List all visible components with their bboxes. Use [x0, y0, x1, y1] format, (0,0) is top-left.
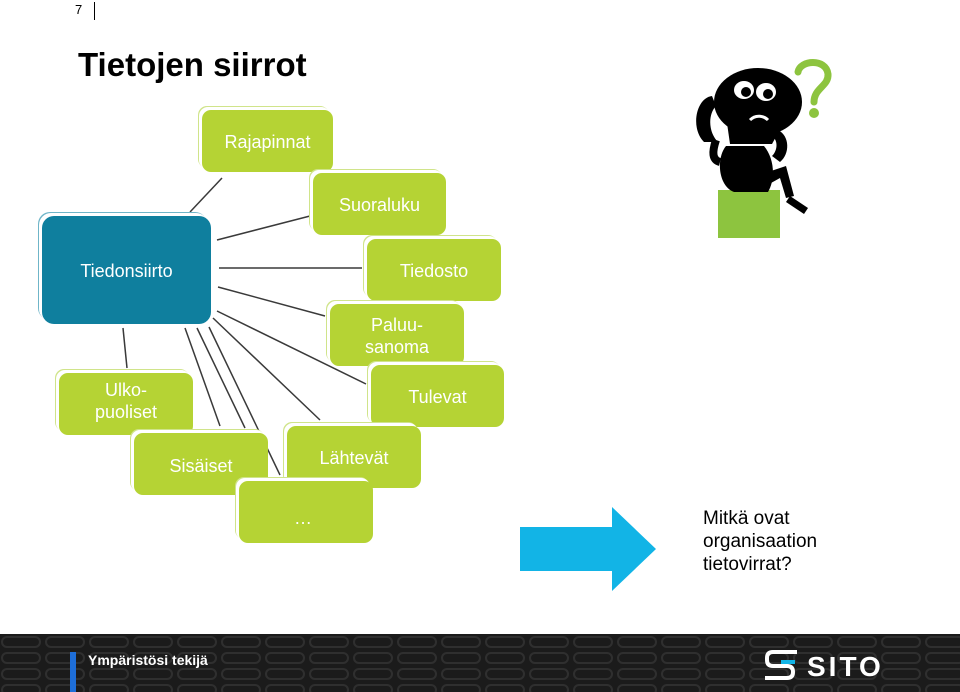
connector-suoraluku — [216, 215, 311, 241]
node-lahtevat: Lähtevät — [287, 426, 421, 488]
question-text: Mitkä ovat organisaation tietovirrat? — [703, 508, 818, 575]
sito-logo: SITO — [765, 650, 884, 680]
svg-text:SITO: SITO — [807, 651, 884, 680]
green-seat — [718, 190, 780, 238]
footer-pattern — [0, 634, 960, 692]
node-suoraluku: Suoraluku — [313, 173, 446, 235]
footer-accent-bar — [70, 652, 76, 692]
thinking-figure-icon — [696, 59, 832, 238]
node-tulevat: Tulevat — [371, 365, 504, 427]
slide-title: Tietojen siirrot — [78, 46, 307, 83]
center-node-tiedonsiirto: Tiedonsiirto — [42, 216, 211, 324]
question-mark-icon — [794, 59, 832, 106]
connector-ulkopuoliset — [122, 327, 128, 369]
connector-tulevat — [216, 310, 367, 385]
page-number-divider — [94, 2, 95, 20]
node-paluusanoma: Paluu- sanoma — [330, 304, 464, 366]
node-tiedosto: Tiedosto — [367, 239, 501, 301]
connector-sisaiset — [196, 327, 246, 429]
connector-ellipsis — [208, 326, 281, 476]
page-number: 7 — [75, 2, 83, 17]
footer-slogan: Ympäristösi tekijä — [88, 652, 208, 668]
footer-bar: Ympäristösi tekijä SITO — [0, 634, 960, 692]
node-ellipsis: … — [239, 481, 373, 543]
connector-sisaiset-2 — [184, 327, 221, 427]
connector-lahtevat — [212, 317, 321, 421]
connector-paluusanoma — [217, 286, 326, 317]
connector-rajapinnat — [189, 177, 223, 213]
node-rajapinnat: Rajapinnat — [202, 110, 333, 172]
node-ulkopuoliset: Ulko- puoliset — [59, 373, 193, 435]
right-arrow-icon — [520, 507, 656, 591]
